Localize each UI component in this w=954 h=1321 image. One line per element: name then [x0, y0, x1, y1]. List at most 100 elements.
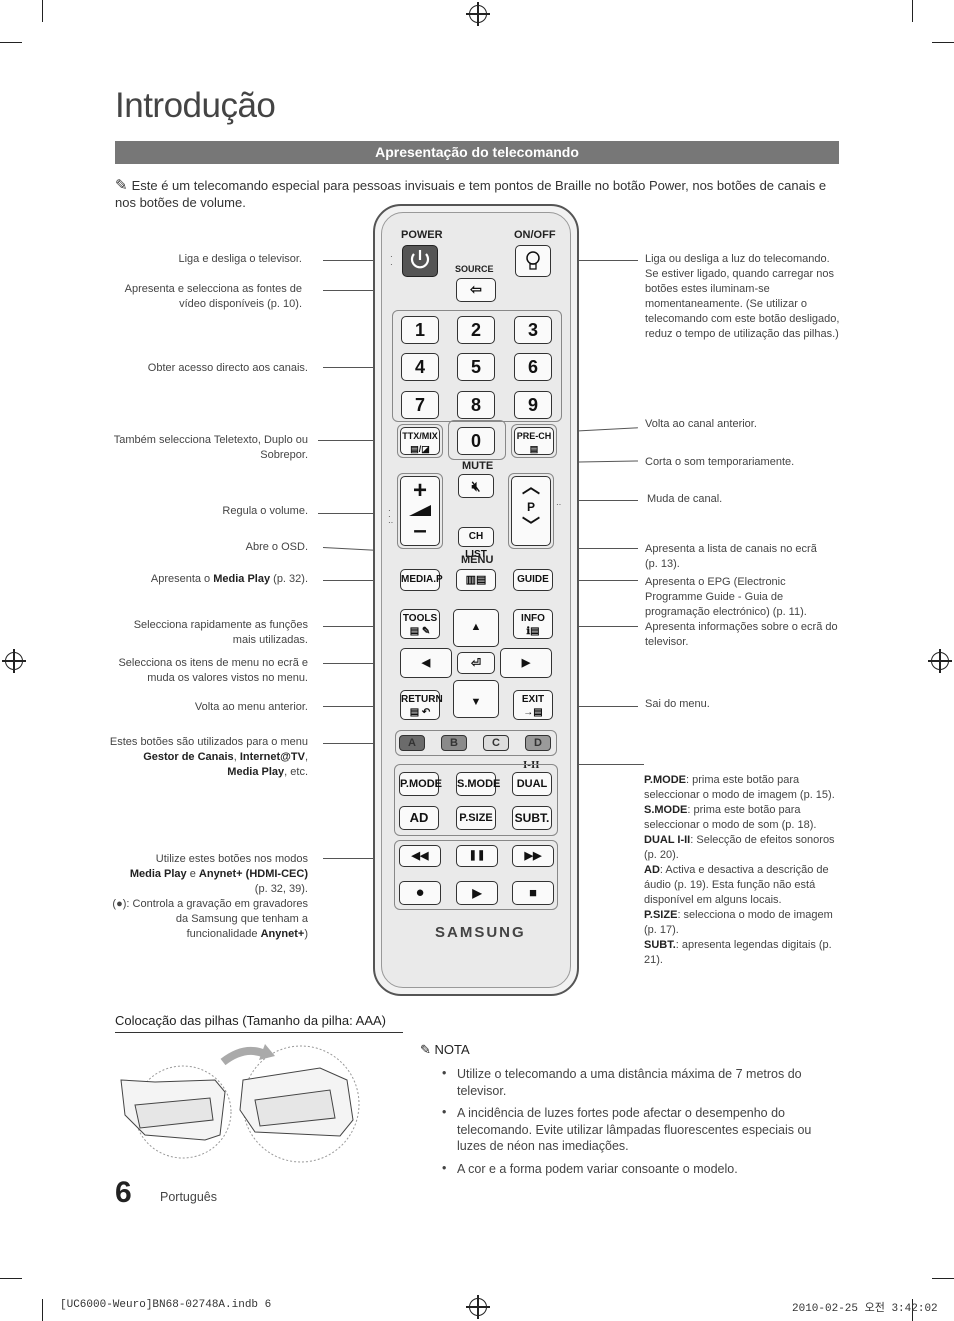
- number-0-button[interactable]: 0: [457, 427, 495, 455]
- tools-button[interactable]: TOOLS▤ ✎: [400, 609, 440, 639]
- ch-list-button[interactable]: CH LIST: [458, 527, 494, 560]
- return-button[interactable]: RETURN▤ ↶: [400, 690, 443, 720]
- ad-button[interactable]: AD: [399, 806, 439, 830]
- mute-button[interactable]: 🔇︎: [458, 474, 494, 498]
- leader-line: [323, 706, 400, 707]
- power-icon: [410, 250, 430, 269]
- annotation-volume: Regula o volume.: [222, 505, 308, 517]
- color-button-d[interactable]: D: [525, 735, 551, 751]
- leader-line: [323, 580, 400, 581]
- mute-speaker-icon: 🔇︎: [471, 478, 481, 494]
- source-label: SOURCE: [455, 264, 494, 274]
- ttx-mix-button[interactable]: TTX/MIX▤/◪: [400, 427, 440, 455]
- dpad-left-button[interactable]: ◀: [400, 648, 452, 678]
- annotation-mute: Corta o som temporariamente.: [645, 456, 795, 468]
- guide-button[interactable]: GUIDE: [513, 569, 553, 591]
- annotation-modes: P.MODE: prima este botão para selecciona…: [644, 773, 840, 968]
- color-button-a[interactable]: A: [399, 735, 425, 751]
- registration-mark-icon: [928, 649, 952, 673]
- number-7-button[interactable]: 7: [401, 391, 439, 419]
- subt-button[interactable]: SUBT.: [512, 806, 552, 830]
- volume-wedge-icon: [409, 505, 431, 516]
- page-number: 6: [115, 1176, 132, 1209]
- p-mode-button[interactable]: P.MODE: [399, 772, 442, 796]
- play-button[interactable]: ▶: [456, 881, 498, 905]
- leader-line: [323, 260, 403, 261]
- menu-button[interactable]: ▥▤: [456, 569, 496, 591]
- annotation-colors: Estes botões são utilizados para o menu …: [109, 736, 308, 778]
- media-p-button[interactable]: MEDIA.P: [400, 569, 443, 591]
- pause-button[interactable]: ❚❚: [456, 845, 498, 867]
- note-heading: ✎ NOTA: [420, 1042, 470, 1057]
- battery-insertion-illustration: [120, 1044, 360, 1163]
- annotation-numbers: Obter acesso directo aos canais.: [147, 362, 308, 374]
- dual-button[interactable]: DUAL: [512, 772, 552, 796]
- number-6-button[interactable]: 6: [514, 353, 552, 381]
- leader-line: [323, 367, 398, 368]
- dpad-enter-button[interactable]: ⏎: [457, 652, 495, 674]
- annotation-info: Apresenta informações sobre o ecrã do te…: [645, 621, 838, 648]
- number-3-button[interactable]: 3: [514, 316, 552, 344]
- number-9-button[interactable]: 9: [514, 391, 552, 419]
- footer-timestamp: 2010-02-25 오전 3:42:02: [792, 1303, 938, 1315]
- leader-line: [323, 626, 400, 627]
- section-bar: Apresentação do telecomando: [115, 141, 839, 164]
- record-button[interactable]: ●: [399, 881, 441, 905]
- leader-line: [638, 764, 644, 765]
- annotation-media: Utilize estes botões nos modos Media Pla…: [112, 853, 308, 940]
- annotation-tools: Selecciona rapidamente as funções mais u…: [133, 619, 308, 646]
- color-button-c[interactable]: C: [483, 735, 509, 751]
- annotation-prech: Volta ao canal anterior.: [645, 418, 757, 430]
- exit-icon: →▤: [523, 707, 543, 718]
- crop-mark: [42, 0, 43, 22]
- annotation-ttx: Também selecciona Teletexto, Duplo ou So…: [113, 434, 308, 461]
- crop-mark: [42, 1299, 43, 1321]
- leader-line: [323, 858, 396, 859]
- leader-line: [323, 663, 400, 664]
- volume-up-icon: +: [412, 477, 427, 504]
- number-5-button[interactable]: 5: [457, 353, 495, 381]
- menu-label: MENU: [461, 554, 494, 566]
- stop-button[interactable]: ■: [512, 881, 554, 905]
- source-button[interactable]: ⇦: [456, 278, 496, 302]
- pencil-note-icon: ✎: [115, 177, 128, 194]
- batteries-heading: Colocação das pilhas (Tamanho da pilha: …: [115, 1013, 403, 1033]
- volume-rocker[interactable]: + –: [400, 476, 440, 546]
- number-4-button[interactable]: 4: [401, 353, 439, 381]
- s-mode-button[interactable]: S.MODE: [456, 772, 500, 796]
- tools-icon: ▤ ✎: [409, 626, 431, 637]
- fast-forward-button[interactable]: ▶▶: [512, 845, 554, 867]
- brand-logo: SAMSUNG: [435, 924, 526, 941]
- onoff-label: ON/OFF: [514, 229, 556, 241]
- crop-mark: [932, 42, 954, 43]
- rewind-button[interactable]: ◀◀: [399, 845, 441, 867]
- mute-label: MUTE: [462, 460, 494, 472]
- info-icon: ℹ▤: [526, 626, 540, 637]
- number-2-button[interactable]: 2: [457, 316, 495, 344]
- p-size-button[interactable]: P.SIZE: [456, 806, 496, 830]
- channel-rocker[interactable]: ︿ P ﹀: [511, 476, 551, 546]
- onoff-button[interactable]: [515, 245, 551, 277]
- dpad-up-button[interactable]: ▲: [453, 609, 499, 647]
- return-icon: ▤ ↶: [409, 707, 431, 718]
- dpad-right-button[interactable]: ▶: [500, 648, 552, 678]
- mode-item: SUBT.: apresenta legendas digitais (p. 2…: [644, 939, 832, 966]
- leader-line: [318, 513, 400, 514]
- color-buttons-group: [395, 730, 557, 756]
- pre-ch-button[interactable]: PRE-CH▤: [514, 427, 554, 455]
- registration-mark-icon: [466, 1295, 490, 1319]
- number-1-button[interactable]: 1: [401, 316, 439, 344]
- annotation-mediap: Apresenta o Media Play (p. 32).: [150, 573, 308, 585]
- dpad-down-button[interactable]: ▼: [453, 680, 499, 718]
- leader-line: [552, 626, 638, 627]
- exit-button[interactable]: EXIT→▤: [513, 690, 553, 720]
- registration-mark-icon: [466, 2, 490, 26]
- power-button[interactable]: [402, 245, 438, 277]
- footer-file-info: [UC6000-Weuro]BN68-02748A.indb 6: [60, 1299, 272, 1311]
- channel-down-icon: ﹀: [522, 516, 540, 536]
- number-8-button[interactable]: 8: [457, 391, 495, 419]
- dual-symbol: I-II: [523, 759, 540, 771]
- crop-mark: [0, 1278, 22, 1279]
- color-button-b[interactable]: B: [441, 735, 467, 751]
